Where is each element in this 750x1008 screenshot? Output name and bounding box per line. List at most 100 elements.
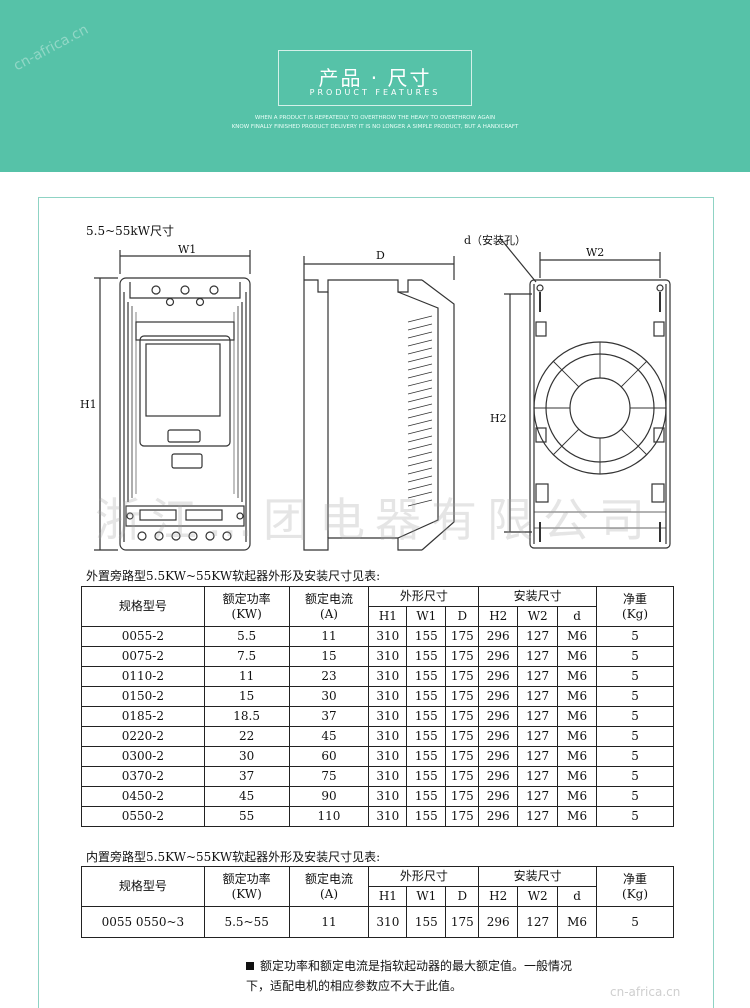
table-cell: 175 <box>445 646 480 667</box>
table-cell: 5 <box>596 666 674 687</box>
table-cell: 11 <box>288 906 370 938</box>
table-cell: 110 <box>288 806 370 827</box>
footnote: 额定功率和额定电流是指软起动器的最大额定值。一般情况 下，适配电机的相应参数应不… <box>246 956 572 996</box>
table-cell: 7.5 <box>203 646 290 667</box>
table-cell: 296 <box>478 746 519 767</box>
table1-header-weight: 净重(Kg) <box>596 586 674 627</box>
dimension-drawings: W1 H1 D d（安装孔） W2 H2 <box>80 233 671 551</box>
table-cell: 310 <box>368 906 408 938</box>
table-cell: 127 <box>517 726 559 747</box>
table-cell: 0185-2 <box>81 706 205 727</box>
table2-header-power: 额定功率(KW) <box>203 866 290 907</box>
table-cell: 155 <box>406 786 447 807</box>
table-cell: 155 <box>406 686 447 707</box>
label-d: D <box>376 249 385 262</box>
label-h2: H2 <box>490 412 507 425</box>
table-cell: M6 <box>557 706 598 727</box>
table-cell: 127 <box>517 626 559 647</box>
table-cell: 0300-2 <box>81 746 205 767</box>
table-cell: 30 <box>288 686 370 707</box>
table-cell: 15 <box>288 646 370 667</box>
bottom-watermark: cn-africa.cn <box>610 985 681 999</box>
table-cell: 18.5 <box>203 706 290 727</box>
table-cell: 175 <box>445 706 480 727</box>
label-h1: H1 <box>80 398 97 411</box>
table-cell: 175 <box>445 726 480 747</box>
table-cell: 60 <box>288 746 370 767</box>
table2-subheader-row: H1 W1 D H2 W2 d <box>82 886 674 907</box>
table-cell: 75 <box>288 766 370 787</box>
table-cell: 175 <box>445 906 480 938</box>
table-cell: 155 <box>406 766 447 787</box>
table2-header-model: 规格型号 <box>81 866 205 907</box>
label-mounting-hole: d（安装孔） <box>464 233 526 247</box>
banner-subtitle: PRODUCT FEATURES <box>309 88 441 97</box>
table-cell: 310 <box>368 666 408 687</box>
table-cell: M6 <box>557 766 598 787</box>
table-cell: 155 <box>406 706 447 727</box>
table1-header-outline: 外形尺寸 <box>368 586 480 607</box>
table-cell: 155 <box>406 726 447 747</box>
table2-header-current: 额定电流(A) <box>288 866 370 907</box>
banner-title-frame <box>278 50 472 106</box>
table-cell: M6 <box>557 646 598 667</box>
bullet-square-icon <box>246 962 254 970</box>
table2-header-row: 规格型号 额定功率(KW) 额定电流(A) 外形尺寸 安装尺寸 净重(Kg) <box>81 866 674 907</box>
table-cell: M6 <box>557 906 598 938</box>
table-cell: 5 <box>596 806 674 827</box>
table-cell: 45 <box>288 726 370 747</box>
table1-header-h1: H1 <box>368 606 408 627</box>
table-cell: 296 <box>478 686 519 707</box>
table2-header-w2: W2 <box>517 886 559 907</box>
label-w2: W2 <box>586 246 604 259</box>
table-cell: 175 <box>445 786 480 807</box>
table-cell: 155 <box>406 626 447 647</box>
table-cell: 310 <box>368 726 408 747</box>
table-cell: 0550-2 <box>81 806 205 827</box>
table1-header-install: 安装尺寸 <box>478 586 598 607</box>
table1-header-model: 规格型号 <box>81 586 205 627</box>
table-cell: 155 <box>406 806 447 827</box>
table1-header-h2: H2 <box>478 606 519 627</box>
table-cell: 5 <box>596 726 674 747</box>
table-cell: 55 <box>203 806 290 827</box>
table-cell: 310 <box>368 806 408 827</box>
table-cell: M6 <box>557 626 598 647</box>
table-cell: M6 <box>557 806 598 827</box>
table-cell: 127 <box>517 666 559 687</box>
table2-header-hole-d: d <box>557 886 598 907</box>
front-view-drawing <box>94 250 251 551</box>
table-cell: 296 <box>478 706 519 727</box>
table-cell: 155 <box>406 906 447 938</box>
table-cell: 296 <box>478 806 519 827</box>
table-cell: 310 <box>368 786 408 807</box>
table2-header-w1: W1 <box>406 886 447 907</box>
table2-header-h2: H2 <box>478 886 519 907</box>
table1-header-hole-d: d <box>557 606 598 627</box>
table-cell: 0450-2 <box>81 786 205 807</box>
table1-caption: 外置旁路型5.5KW~55KW软起器外形及安装尺寸见表: <box>86 569 381 583</box>
table-cell: M6 <box>557 666 598 687</box>
company-watermark: 浙江…团电器有限公司 <box>95 493 655 547</box>
table-cell: M6 <box>557 786 598 807</box>
drawing-heading: 5.5~55kW尺寸 <box>86 224 175 238</box>
table-cell: 310 <box>368 686 408 707</box>
table-cell: 296 <box>478 626 519 647</box>
table-cell: 0150-2 <box>81 686 205 707</box>
back-view-drawing <box>499 237 671 549</box>
table1-header-w1: W1 <box>406 606 447 627</box>
table-cell: M6 <box>557 746 598 767</box>
table-cell: 5 <box>596 906 674 938</box>
table-cell: 22 <box>203 726 290 747</box>
table-cell: 310 <box>368 746 408 767</box>
table-cell: 175 <box>445 666 480 687</box>
table-cell: 296 <box>478 906 519 938</box>
